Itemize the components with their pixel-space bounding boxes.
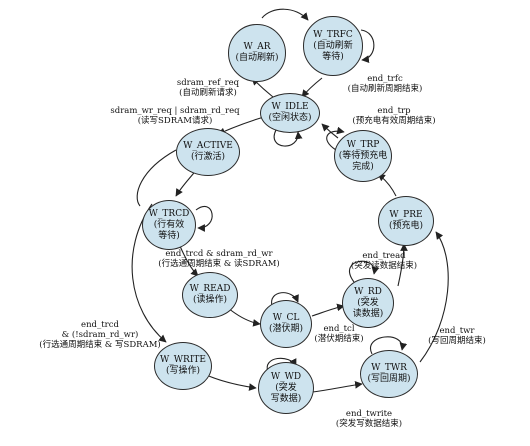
state-desc: (自动刷新 等待) (313, 40, 353, 62)
state-w-rd: W_RD (突发 读数据) (342, 278, 394, 328)
edge-wd-to-twr (311, 381, 363, 393)
label-end-trp: end_trp (预充电有效周期结束) (352, 106, 436, 126)
edge-ar-to-trfc (261, 8, 309, 21)
state-name: W_ACTIVE (183, 141, 233, 151)
state-desc: (突发 读数据) (352, 297, 384, 319)
state-name: W_TRCD (148, 208, 190, 219)
state-w-twr: W_TWR (写回周期) (360, 350, 418, 398)
state-name: W_AR (243, 42, 271, 52)
state-desc: (空闲状态) (268, 113, 312, 123)
state-name: W_IDLE (271, 102, 309, 112)
state-w-idle: W_IDLE (空闲状态) (260, 93, 320, 133)
edge-cl-to-rd (311, 303, 345, 317)
edge-trp-to-idle (321, 123, 339, 139)
edge-trp-self (326, 126, 345, 151)
state-name: W_WRITE (160, 355, 206, 365)
state-name: W_TRFC (313, 29, 353, 40)
state-name: W_WD (270, 371, 302, 382)
edge-trcd-self (195, 206, 213, 232)
state-desc: (行有效 等待) (153, 219, 185, 241)
state-desc: (突发 写数据) (270, 382, 302, 404)
state-name: W_TRP (346, 139, 380, 150)
state-name: W_PRE (389, 210, 423, 220)
state-desc: (读操作) (192, 295, 228, 305)
edge-twr-to-pre (419, 231, 449, 363)
state-w-wd: W_WD (突发 写数据) (258, 362, 314, 414)
state-w-pre: W_PRE (预充电) (378, 196, 434, 246)
label-trcd-read: end_trcd & sdram_rd_wr (行选通周期结束 & 读SDRAM… (158, 249, 280, 269)
edge-write-to-wd (203, 373, 257, 391)
state-w-read: W_READ (读操作) (182, 272, 238, 318)
edge-trfc-to-idle (301, 77, 323, 98)
state-w-trcd: W_TRCD (行有效 等待) (142, 200, 196, 250)
state-desc: (行激活) (190, 152, 226, 162)
state-desc: (等待预充电 完成) (338, 150, 388, 172)
state-w-active: W_ACTIVE (行激活) (176, 128, 240, 176)
state-w-ar: W_AR (自动刷新) (228, 24, 286, 82)
edge-trfc-self (360, 29, 375, 63)
edge-idle-self (273, 129, 303, 147)
label-end-tread: end_tread (突发读数据结束) (350, 251, 418, 271)
edge-pre-to-trp (377, 173, 397, 197)
edge-twr-self (369, 336, 408, 355)
edge-rd-self (349, 260, 380, 283)
state-desc: (潜伏期) (268, 324, 304, 334)
label-end-trfc: end_trfc (自动刷新周期结束) (347, 74, 423, 94)
edge-read-to-cl (227, 307, 261, 327)
state-name: W_READ (189, 284, 231, 294)
state-desc: (预充电) (388, 221, 424, 231)
label-end-tcl: end_tcl (潜伏期结束) (314, 324, 364, 344)
state-w-trp: W_TRP (等待预充电 完成) (334, 130, 392, 182)
edge-rd-to-pre (397, 243, 408, 287)
label-end-twr: end_twr (写回周期结束) (428, 326, 486, 346)
edge-active-outer (136, 149, 177, 207)
state-w-cl: W_CL (潜伏期) (260, 300, 312, 348)
label-refresh-req: sdram_ref_req (自动刷新请求) (176, 78, 240, 98)
state-desc: (自动刷新) (235, 53, 279, 63)
state-desc: (写操作) (165, 366, 201, 376)
state-w-write: W_WRITE (写操作) (154, 342, 212, 390)
label-rw-req: sdram_wr_req | sdram_rd_req (读写SDRAM请求) (110, 106, 240, 126)
state-w-trfc: W_TRFC (自动刷新 等待) (303, 16, 363, 76)
label-end-twrite: end_twrite (突发写数据结束) (335, 409, 403, 429)
label-trcd-write: end_trcd & (!sdram_rd_wr) (行选通周期结束 & 写SD… (39, 320, 161, 350)
state-name: W_TWR (371, 363, 407, 373)
state-name: W_RD (354, 286, 382, 297)
state-desc: (写回周期) (367, 374, 411, 384)
state-name: W_CL (272, 313, 300, 323)
